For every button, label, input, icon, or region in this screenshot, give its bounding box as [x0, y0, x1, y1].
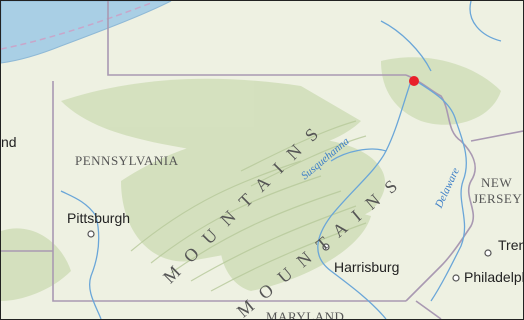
- location-marker[interactable]: [409, 76, 419, 86]
- ridge-lines: [130, 120, 367, 292]
- lake-erie: [1, 1, 172, 64]
- pittsburgh-dot[interactable]: [87, 230, 95, 238]
- harrisburg-dot[interactable]: [322, 243, 330, 251]
- city-dots: [87, 230, 492, 282]
- lake-boundary-dashed: [1, 2, 152, 50]
- trenton-dot[interactable]: [484, 249, 492, 257]
- philadelphia-dot[interactable]: [452, 274, 460, 282]
- rivers: [60, 1, 502, 319]
